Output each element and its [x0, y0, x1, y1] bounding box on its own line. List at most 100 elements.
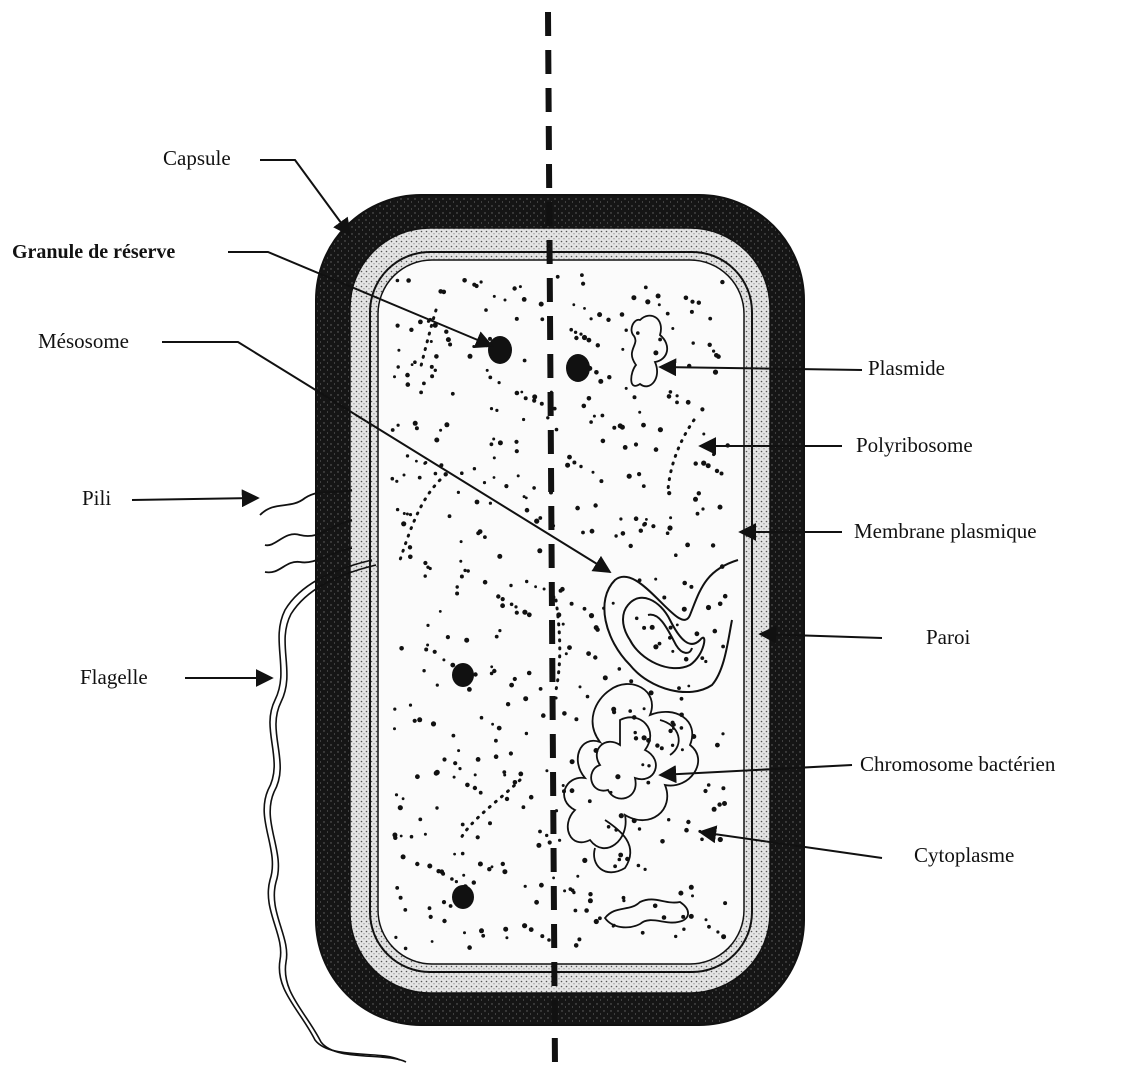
ribosome-dot — [625, 329, 628, 332]
ribosome-dot — [465, 783, 470, 788]
ribosome-dot — [395, 886, 399, 890]
ribosome-dot — [509, 683, 514, 688]
ribosome-dot — [410, 835, 414, 839]
ribosome-dot — [582, 858, 587, 863]
ribosome-dot — [448, 514, 452, 518]
ribosome-dot — [565, 463, 570, 468]
ribosome-dot — [567, 455, 572, 460]
ribosome-dot — [668, 729, 672, 733]
ribosome-dot — [586, 651, 591, 656]
ribosome-dot — [522, 805, 526, 809]
ribosome-dot — [681, 748, 684, 751]
ribosome-dot — [682, 607, 687, 612]
ribosome-dot — [642, 626, 646, 630]
ribosome-dot — [690, 310, 694, 314]
ribosome-dot — [712, 453, 715, 456]
ribosome-dot — [401, 854, 406, 859]
ribosome-dot — [446, 635, 450, 639]
ribosome-dot — [457, 749, 460, 752]
ribosome-dot — [723, 594, 728, 599]
ribosome-dot — [404, 947, 408, 951]
ribosome-dot — [618, 667, 622, 671]
ribosome-dot — [532, 486, 536, 490]
ribosome-dot — [716, 930, 719, 933]
label-plasmide: Plasmide — [868, 356, 945, 380]
ribosome-dot — [453, 853, 456, 856]
ribosome-dot — [402, 797, 405, 800]
ribosome-dot — [405, 373, 410, 378]
ribosome-dot — [634, 736, 638, 740]
ribosome-dot — [607, 825, 611, 829]
ribosome-dot — [720, 472, 724, 476]
ribosome-dot — [539, 883, 544, 888]
ribosome-dot — [707, 783, 711, 787]
ribosome-dot — [574, 943, 579, 948]
ribosome-dot — [620, 312, 625, 317]
ribosome-dot — [490, 407, 493, 410]
ribosome-dot — [655, 743, 659, 747]
ribosome-dot — [671, 327, 674, 330]
ribosome-dot — [721, 934, 726, 939]
ribosome-dot — [658, 427, 663, 432]
ribosome-dot — [579, 465, 582, 468]
ribosome-dot — [431, 721, 436, 726]
ribosome-dot — [522, 297, 527, 302]
ribosome-dot — [708, 317, 712, 321]
ribosome-dot — [545, 834, 548, 837]
ribosome-dot — [461, 823, 465, 827]
ribosome-dot — [671, 650, 674, 653]
ribosome-dot — [684, 828, 689, 833]
ribosome-dot — [691, 894, 694, 897]
ribosome-dot — [704, 660, 707, 663]
ribosome-dot — [689, 585, 693, 589]
ribosome-dot — [490, 672, 494, 676]
ribosome-dot — [667, 818, 670, 821]
ribosome-dot — [587, 396, 592, 401]
ribosome-dot — [474, 773, 477, 776]
ribosome-dot — [642, 735, 647, 740]
ribosome-dot — [399, 646, 404, 651]
label-cytoplasme: Cytoplasme — [914, 843, 1014, 867]
ribosome-dot — [475, 500, 480, 505]
ribosome-dot — [491, 865, 494, 868]
ribosome-dot — [607, 375, 611, 379]
ribosome-dot — [677, 686, 681, 690]
ribosome-dot — [393, 708, 396, 711]
ribosome-dot — [596, 343, 600, 347]
ribosome-dot — [556, 275, 560, 279]
ribosome-dot — [642, 523, 646, 527]
ribosome-dot — [455, 592, 459, 596]
ribosome-dot — [680, 726, 684, 730]
ribosome-dot — [684, 296, 689, 301]
ribosome-dot — [684, 657, 689, 662]
ribosome-dot — [667, 525, 672, 530]
ribosome-dot — [436, 869, 440, 873]
ribosome-dot — [700, 838, 704, 842]
ribosome-dot — [577, 937, 581, 941]
ribosome-dot — [415, 774, 420, 779]
ribosome-dot — [476, 757, 481, 762]
ribosome-dot — [525, 508, 530, 513]
ribosome-dot — [444, 422, 449, 427]
ribosome-dot — [627, 474, 632, 479]
ribosome-dot — [476, 835, 480, 839]
ribosome-dot — [463, 931, 466, 934]
ribosome-dot — [493, 476, 496, 479]
ribosome-dot — [518, 772, 523, 777]
ribosome-dot — [540, 934, 544, 938]
ribosome-dot — [540, 402, 544, 406]
ribosome-dot — [540, 317, 544, 321]
ribosome-dot — [472, 283, 476, 287]
ribosome-dot — [717, 802, 721, 806]
ribosome-dot — [642, 484, 646, 488]
ribosome-dot — [442, 919, 446, 923]
ribosome-dot — [587, 338, 592, 343]
ribosome-dot — [472, 345, 475, 348]
ribosome-dot — [558, 839, 561, 842]
ribosome-dot — [689, 885, 694, 890]
ribosome-dot — [409, 704, 412, 707]
ribosome-dot — [415, 426, 419, 430]
ribosome-dot — [590, 317, 593, 320]
ribosome-dot — [667, 394, 672, 399]
